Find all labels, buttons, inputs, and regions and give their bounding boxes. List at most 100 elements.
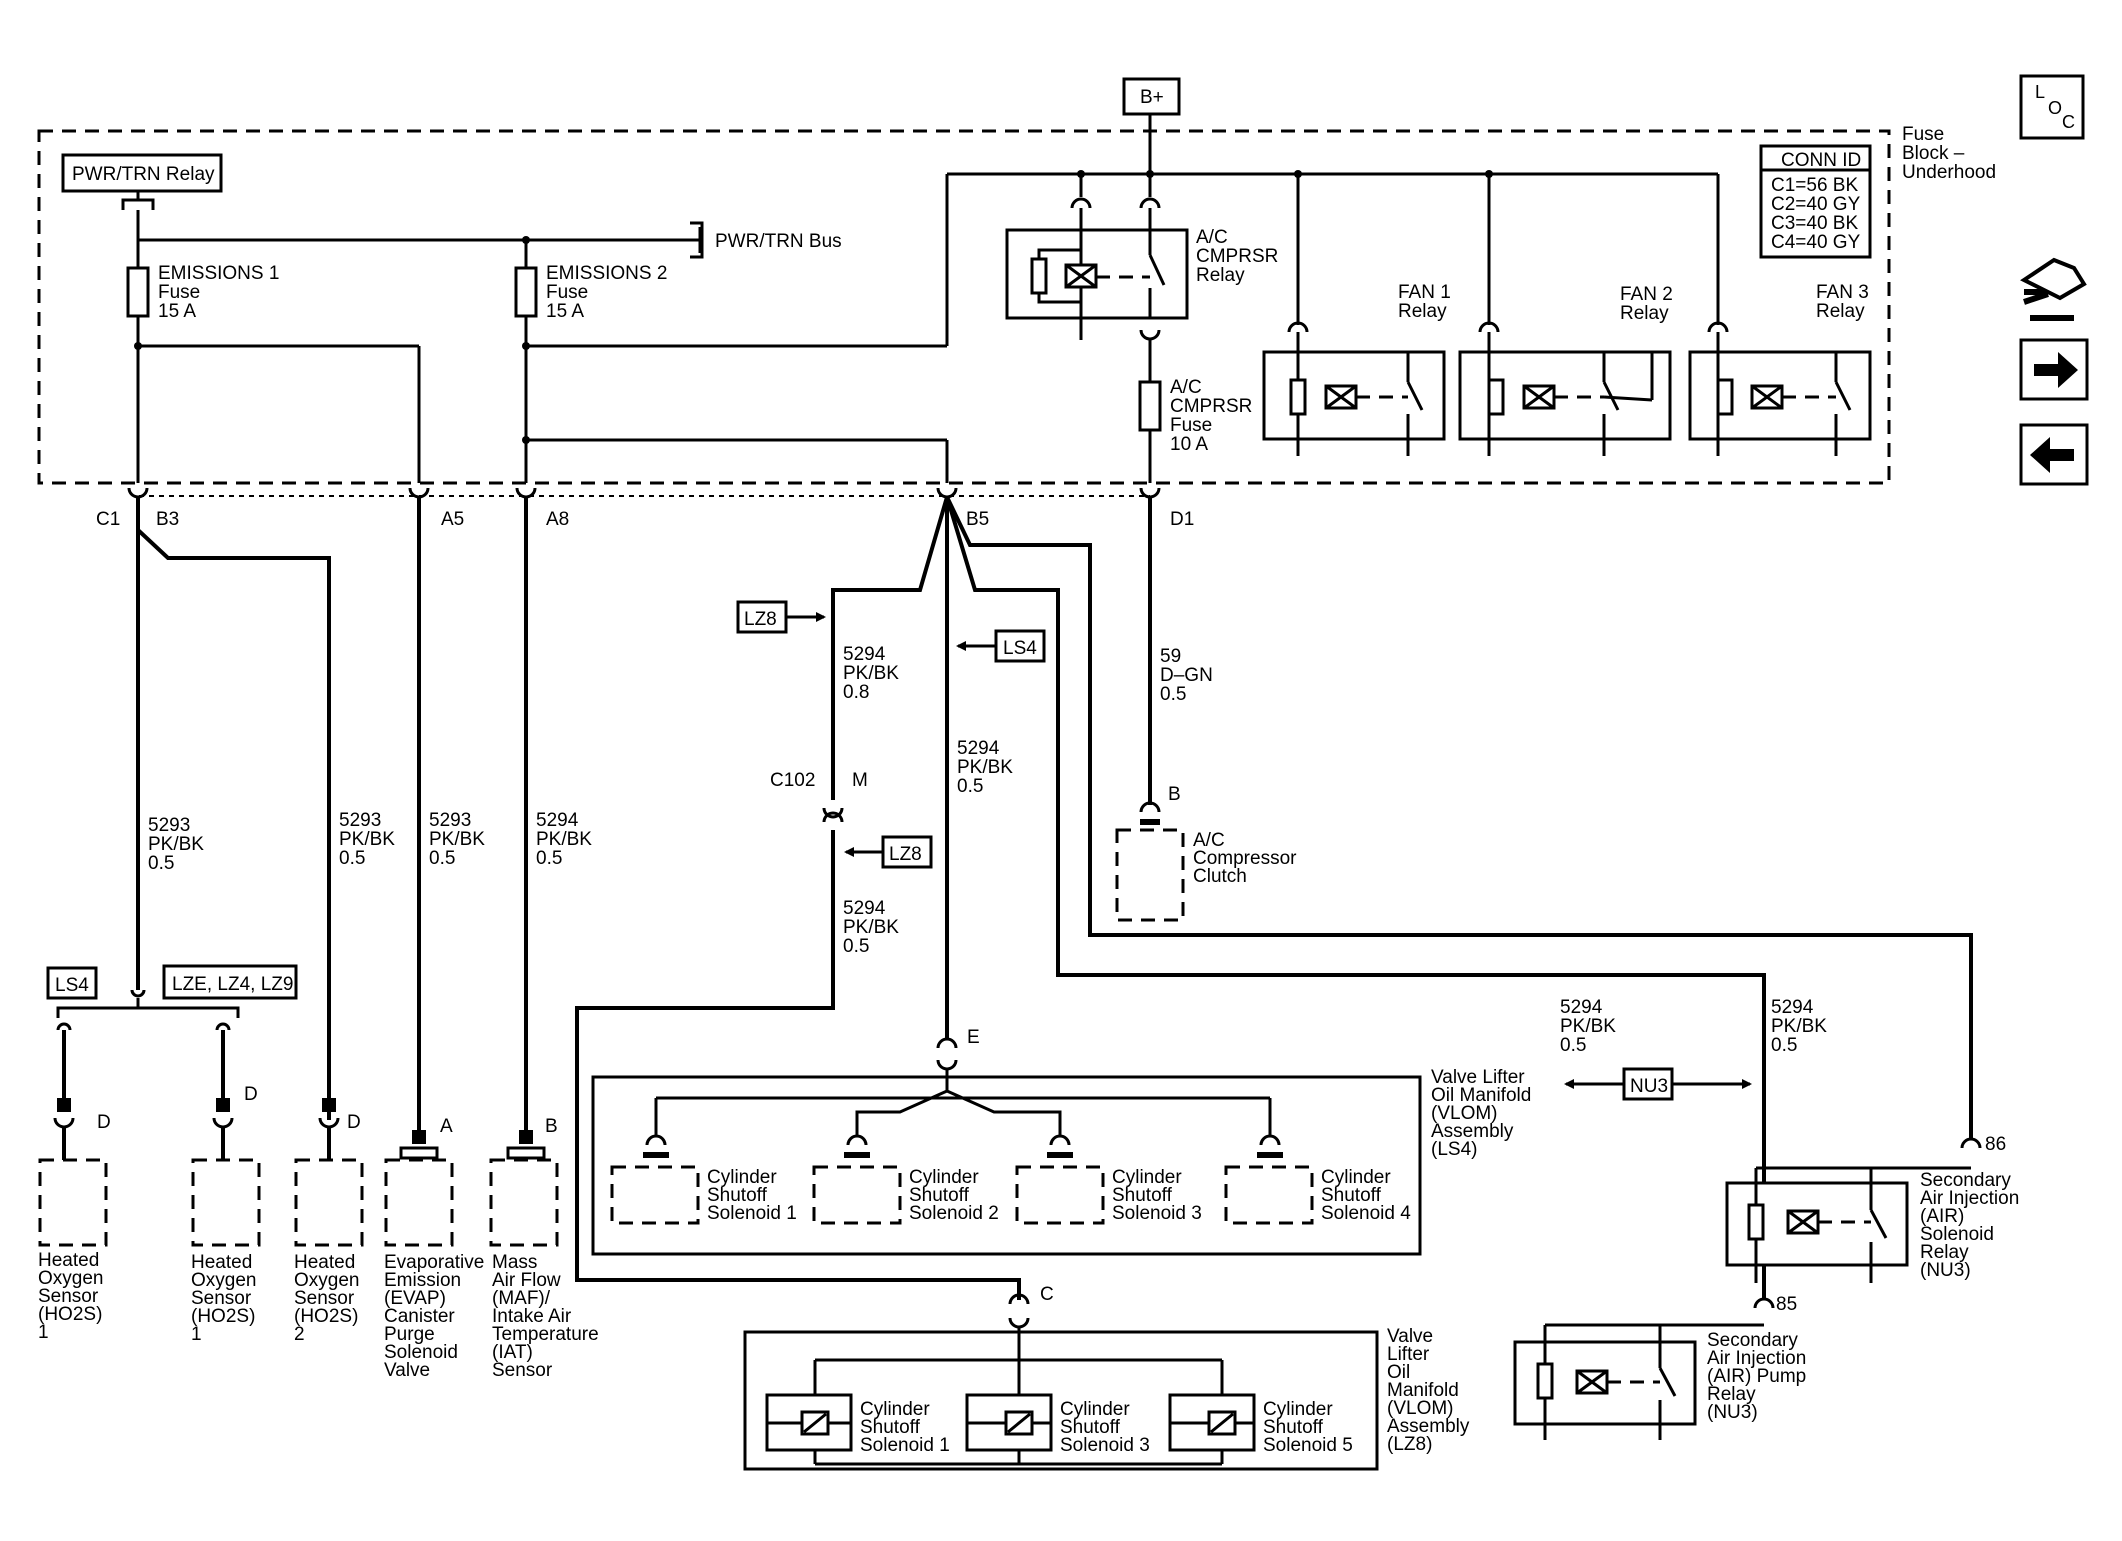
ac-fuse-label: A/C CMPRSR Fuse 10 A [1170, 377, 1258, 455]
lz8-solenoid-3-label: Cylinder Shutoff Solenoid 3 [1060, 1399, 1150, 1456]
wire-5294-ls4-label: 5294 PK/BK 0.5 [957, 738, 1018, 797]
connector-c102: C102 [770, 770, 815, 791]
fan2-relay [1458, 321, 1672, 456]
pin-d-ho2s1b: D [244, 1084, 258, 1105]
air-solenoid-relay [1725, 1166, 1971, 1283]
wire-5294-lz8-bot-label: 5294 PK/BK 0.5 [843, 898, 904, 957]
option-ls4-box-b5: LS4 [994, 629, 1046, 663]
ls4-solenoid-3-label: Cylinder Shutoff Solenoid 3 [1112, 1167, 1202, 1224]
pin-b-maf: B [545, 1116, 558, 1137]
lz8-solenoids [765, 1393, 1256, 1466]
vlom-ls4-label: Valve Lifter Oil Manifold (VLOM) Assembl… [1431, 1067, 1537, 1160]
wrench-car-icon[interactable] [2020, 257, 2087, 321]
option-lz8-box-top: LZ8 [736, 600, 788, 634]
ho2s-1-sensor-b [191, 1098, 261, 1247]
svg-text:LS4: LS4 [55, 975, 89, 996]
ho2s-2-sensor [294, 1098, 364, 1247]
fan3-relay [1688, 321, 1872, 456]
air-pump-relay [1513, 1323, 1764, 1440]
ac-relay-label: A/C CMPRSR Relay [1196, 227, 1284, 286]
pwr-trn-bus-label: PWR/TRN Bus [715, 231, 842, 252]
maf-iat-sensor [489, 1130, 559, 1247]
emissions1-fuse [126, 266, 150, 318]
wire-5293-ho2s2 [136, 528, 331, 1120]
ac-compressor-relay [1005, 197, 1189, 341]
svg-text:LZE, LZ4, LZ9: LZE, LZ4, LZ9 [172, 974, 293, 995]
svg-text:LZ8: LZ8 [744, 609, 777, 630]
connector-d1: D1 [1170, 509, 1194, 530]
option-lz8-box-c102: LZ8 [881, 835, 933, 869]
fan3-label: FAN 3 Relay [1816, 282, 1874, 322]
lz8-solenoid-1-label: Cylinder Shutoff Solenoid 1 [860, 1399, 950, 1456]
emissions2-fuse [514, 266, 538, 318]
wire-5294-air-label: 5294 PK/BK 0.5 [1560, 997, 1621, 1056]
wire-5294-lz8 [831, 496, 949, 800]
wire-5293a-label: 5293 PK/BK 0.5 [148, 815, 209, 874]
wire-5293b-label: 5293 PK/BK 0.5 [339, 810, 400, 869]
fuse-block-label: Fuse Block – Underhood [1902, 124, 1996, 183]
wire-5294a-label: 5294 PK/BK 0.5 [536, 810, 597, 869]
ls4-solenoid-4-label: Cylinder Shutoff Solenoid 4 [1321, 1167, 1411, 1224]
pin-d-ho2s2: D [347, 1112, 361, 1133]
pin-86: 86 [1985, 1134, 2006, 1155]
svg-text:PWR/TRN Relay: PWR/TRN Relay [72, 164, 215, 185]
battery-positive-box: B+ [1122, 77, 1181, 116]
arrow-right-icon[interactable] [2019, 338, 2089, 401]
pin-e-vlom-ls4: E [967, 1027, 980, 1048]
ho2s-1-sensor-a [38, 1098, 108, 1247]
fan1-relay [1262, 321, 1446, 456]
lz8-solenoid-5-label: Cylinder Shutoff Solenoid 5 [1263, 1399, 1353, 1456]
ls4-solenoid-1-label: Cylinder Shutoff Solenoid 1 [707, 1167, 797, 1224]
emissions2-label: EMISSIONS 2 Fuse 15 A [546, 263, 673, 322]
arrow-left-icon[interactable] [2019, 423, 2089, 486]
wire-5294-air-solenoid [945, 496, 1973, 1140]
conn-id-row: C4=40 GY [1771, 232, 1861, 253]
pin-c-vlom-lz8: C [1040, 1284, 1054, 1305]
svg-text:L: L [2035, 82, 2045, 102]
wire-59-label: 59 D–GN 0.5 [1160, 646, 1218, 705]
connector-a5: A5 [441, 509, 464, 530]
fan2-label: FAN 2 Relay [1620, 284, 1678, 324]
svg-text:O: O [2048, 98, 2062, 118]
conn-id-row: C3=40 BK [1771, 213, 1858, 234]
ho2s-2-label: Heated Oxygen Sensor (HO2S) 2 [294, 1252, 365, 1345]
loc-icon[interactable]: L O C [2019, 74, 2085, 140]
evap-purge-solenoid [384, 1130, 454, 1247]
pin-85: 85 [1776, 1294, 1797, 1315]
option-lze-lz4-lz9-box: LZE, LZ4, LZ9 [162, 964, 298, 1000]
option-nu3-box: NU3 [1622, 1067, 1674, 1101]
wire-5294-air-pump [945, 496, 1766, 1300]
wire-5294-sec-label: 5294 PK/BK 0.5 [1771, 997, 1832, 1056]
conn-id-row: C2=40 GY [1771, 194, 1861, 215]
evap-label: Evaporative Emission (EVAP) Canister Pur… [384, 1252, 490, 1381]
ls4-solenoids [610, 1134, 1314, 1225]
connector-c1: C1 [96, 509, 120, 530]
ac-compressor-fuse [1138, 380, 1162, 432]
vlom-lz8-label: Valve Lifter Oil Manifold (VLOM) Assembl… [1387, 1326, 1475, 1455]
option-ls4-box: LS4 [46, 966, 98, 1000]
svg-text:LS4: LS4 [1003, 638, 1037, 659]
conn-id-row: C1=56 BK [1771, 175, 1858, 196]
conn-id-title: CONN ID [1781, 150, 1861, 171]
connector-b3: B3 [156, 509, 179, 530]
fuse-block-boundary [37, 129, 1891, 485]
emissions1-label: EMISSIONS 1 Fuse 15 A [158, 263, 285, 322]
pin-a-evap: A [440, 1116, 453, 1137]
ac-compressor-clutch [1115, 828, 1185, 922]
pin-d-ho2s1a: D [97, 1112, 111, 1133]
connector-a8: A8 [546, 509, 569, 530]
ac-clutch-label: A/C Compressor Clutch [1193, 830, 1302, 887]
pwr-trn-relay-box: PWR/TRN Relay [61, 153, 223, 193]
svg-text:LZ8: LZ8 [889, 844, 922, 865]
svg-text:C: C [2062, 112, 2075, 132]
ho2s-1a-label: Heated Oxygen Sensor (HO2S) 1 [38, 1250, 109, 1343]
ls4-solenoid-2-label: Cylinder Shutoff Solenoid 2 [909, 1167, 999, 1224]
conn-id-table: CONN ID C1=56 BK C2=40 GY C3=40 BK C4=40… [1759, 144, 1872, 259]
air-solenoid-relay-label: Secondary Air Injection (AIR) Solenoid R… [1920, 1170, 2025, 1281]
connector-m: M [852, 770, 868, 791]
pin-b-ac-clutch: B [1168, 784, 1181, 805]
air-pump-relay-label: Secondary Air Injection (AIR) Pump Relay… [1707, 1330, 1812, 1423]
svg-text:NU3: NU3 [1630, 1076, 1668, 1097]
